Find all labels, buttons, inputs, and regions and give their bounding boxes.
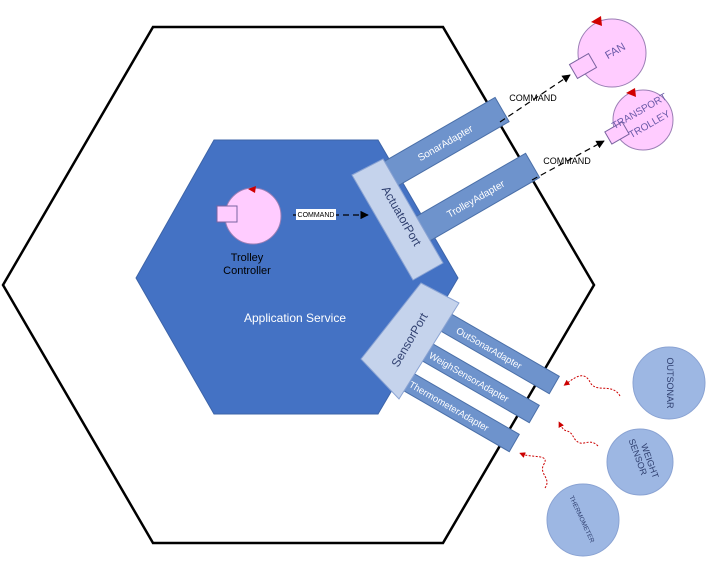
transport-trolley-indicator	[626, 88, 636, 97]
weight-signal-wave	[558, 421, 599, 447]
outsonar-label: OUTSONAR	[665, 357, 675, 409]
weight-sensor-circle	[606, 428, 674, 496]
internal-command-label-bg	[296, 209, 336, 220]
trolley-controller-indicator	[248, 186, 256, 193]
trolley-controller-port-box	[216, 205, 238, 223]
fan-command-label: COMMAND	[509, 93, 557, 103]
trolley-controller-label-1: Trolley	[231, 252, 264, 264]
fan-indicator	[591, 16, 602, 26]
trolley-command-arrow	[531, 140, 605, 181]
fan-circle	[577, 18, 647, 88]
thermometer-signal-wave	[519, 452, 548, 489]
trolley-controller-label-2: Controller	[223, 265, 271, 277]
outsonar-circle	[632, 346, 706, 420]
outsonar-signal-wave	[563, 375, 621, 397]
trolley-command-label: COMMAND	[543, 156, 591, 166]
sensor-port	[360, 282, 460, 400]
fan-command-arrow	[499, 74, 571, 123]
application-title: Application Service	[244, 311, 346, 325]
actuator-port	[351, 158, 444, 281]
transport-trolley-port-box	[604, 121, 630, 145]
internal-command-label: COMMAND	[298, 212, 335, 219]
fan-port-box	[568, 52, 598, 80]
thermometer-circle	[546, 483, 620, 557]
